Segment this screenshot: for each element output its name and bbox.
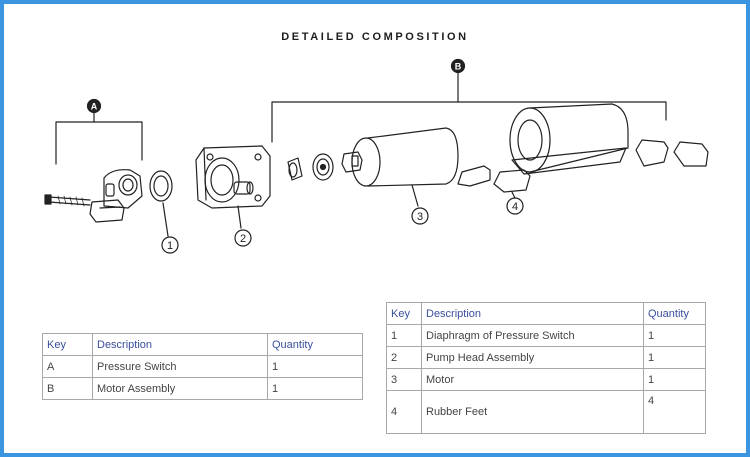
cell-key: A: [42, 355, 93, 378]
col-header-key: Key: [42, 333, 93, 356]
col-header-quantity: Quantity: [643, 302, 706, 325]
exploded-view-diagram: A B 1: [44, 58, 709, 254]
cell-description: Diaphragm of Pressure Switch: [421, 324, 644, 347]
col-header-description: Description: [92, 333, 268, 356]
table-row: 3 Motor 1: [386, 368, 706, 391]
col-header-description: Description: [421, 302, 644, 325]
pump-head-illustration: 2: [195, 145, 271, 247]
table-header-row: Key Description Quantity: [386, 302, 706, 325]
callout-2: 2: [240, 233, 246, 245]
cell-quantity: 1: [643, 346, 706, 369]
cell-quantity: 1: [643, 324, 706, 347]
rubber-feet-illustration: 4: [457, 165, 531, 215]
callout-4: 4: [512, 201, 518, 213]
table-row: 1 Diaphragm of Pressure Switch 1: [386, 324, 706, 347]
callout-1: 1: [167, 240, 173, 252]
group-b-label: B: [455, 62, 462, 72]
rubber-feet-right-illustration: [635, 139, 709, 167]
col-header-quantity: Quantity: [267, 333, 363, 356]
cell-key: 3: [386, 368, 422, 391]
table-row: A Pressure Switch 1: [42, 355, 363, 378]
pressure-switch-illustration: [89, 169, 143, 223]
callout-3: 3: [417, 211, 423, 223]
motor-housing-illustration: [509, 103, 629, 175]
bearing-illustration: [287, 153, 334, 181]
cell-key: 4: [386, 390, 422, 434]
motor-illustration: 3: [341, 127, 459, 225]
cell-key: 1: [386, 324, 422, 347]
group-legend-table: Key Description Quantity A Pressure Swit…: [42, 333, 363, 400]
cell-quantity: 4: [643, 390, 706, 434]
col-header-key: Key: [386, 302, 422, 325]
cell-description: Pressure Switch: [92, 355, 268, 378]
group-a-label: A: [91, 102, 98, 112]
table-row: 4 Rubber Feet 4: [386, 390, 706, 434]
group-b-bracket: B: [271, 58, 667, 143]
cell-quantity: 1: [643, 368, 706, 391]
table-header-row: Key Description Quantity: [42, 333, 363, 356]
cell-description: Motor Assembly: [92, 377, 268, 400]
group-a-bracket: A: [55, 98, 143, 165]
diagram-title: DETAILED COMPOSITION: [281, 31, 469, 43]
cell-description: Pump Head Assembly: [421, 346, 644, 369]
screws-illustration: [44, 194, 91, 207]
table-row: 2 Pump Head Assembly 1: [386, 346, 706, 369]
cell-quantity: 1: [267, 355, 363, 378]
table-row: B Motor Assembly 1: [42, 377, 363, 400]
diaphragm-illustration: 1: [149, 170, 179, 254]
cell-quantity: 1: [267, 377, 363, 400]
cell-key: B: [42, 377, 93, 400]
cell-key: 2: [386, 346, 422, 369]
parts-legend-table: Key Description Quantity 1 Diaphragm of …: [386, 302, 706, 434]
cell-description: Rubber Feet: [421, 390, 644, 434]
cell-description: Motor: [421, 368, 644, 391]
